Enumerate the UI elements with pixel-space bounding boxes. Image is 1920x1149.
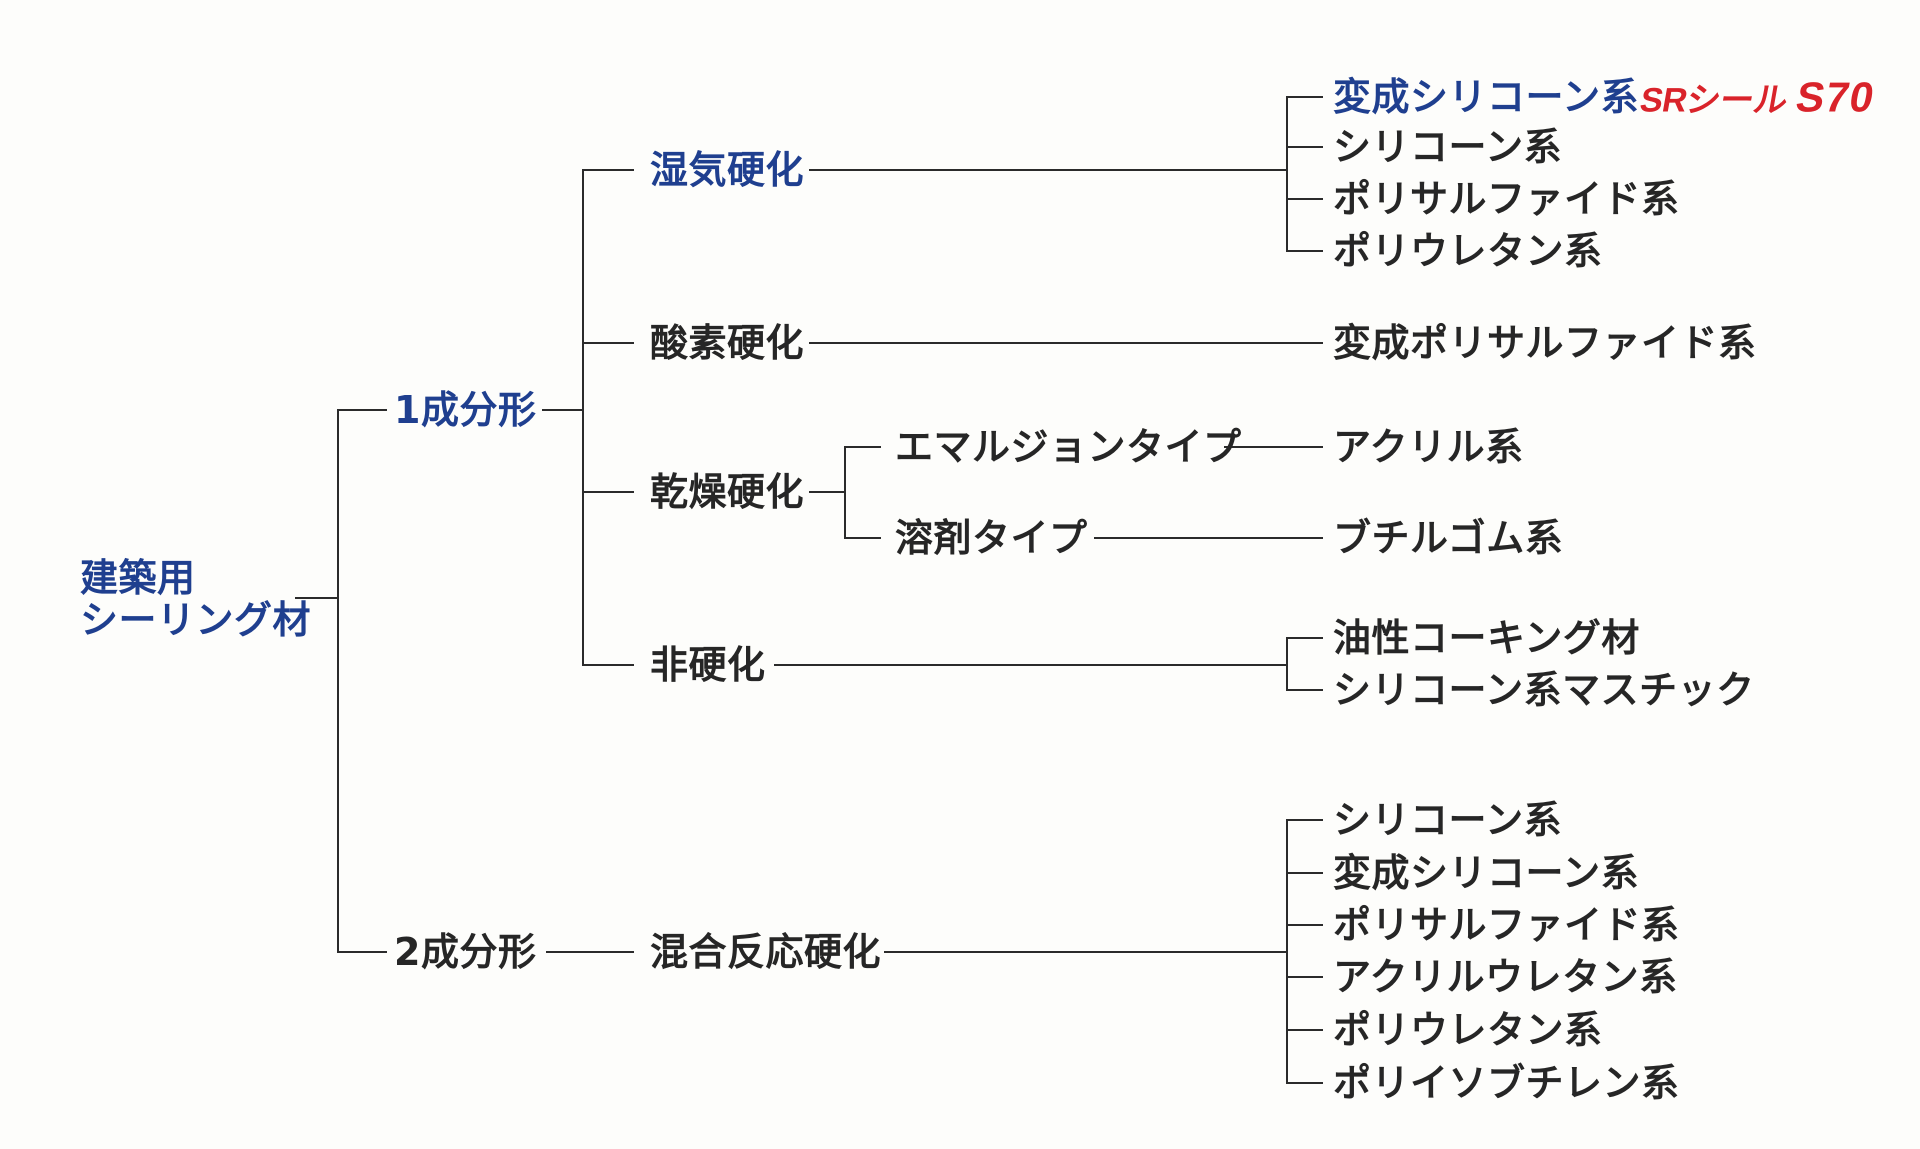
leaf-modified-polysulfide: 変成ポリサルファイド系 — [1333, 321, 1757, 365]
brand-model: S70 — [1792, 73, 1879, 121]
leaf-2c-silicone: シリコーン系 — [1333, 798, 1563, 842]
brand-name: SRシール — [1637, 81, 1791, 120]
leaf-silicone: シリコーン系 — [1333, 125, 1563, 169]
leaf-oil-based-caulking: 油性コーキング材 — [1333, 616, 1640, 660]
leaf-modified-silicone: 変成シリコーン系 — [1333, 75, 1640, 119]
node-oxygen-curing: 酸素硬化 — [650, 321, 805, 365]
node-mixed-reaction-curing: 混合反応硬化 — [650, 930, 882, 974]
leaf-2c-modified-silicone: 変成シリコーン系 — [1333, 851, 1640, 895]
leaf-silicone-mastic: シリコーン系マスチック — [1333, 668, 1755, 712]
node-noncuring: 非硬化 — [650, 643, 766, 687]
node-one-component: 1成分形 — [394, 388, 537, 432]
leaf-2c-polyurethane: ポリウレタン系 — [1333, 1008, 1603, 1052]
node-drying-curing: 乾燥硬化 — [650, 470, 805, 514]
leaf-2c-polyisobutylene: ポリイソブチレン系 — [1333, 1061, 1680, 1105]
leaf-polyurethane: ポリウレタン系 — [1333, 229, 1603, 273]
leaf-acrylic: アクリル系 — [1333, 425, 1524, 469]
root-label-line-1: 建築用 — [80, 556, 196, 601]
node-moisture-curing: 湿気硬化 — [650, 148, 805, 192]
leaf-2c-polysulfide: ポリサルファイド系 — [1333, 903, 1680, 947]
root-node-building-sealant: 建築用 シーリング材 — [80, 556, 312, 642]
node-emulsion-type: エマルジョンタイプ — [895, 425, 1242, 469]
leaf-polysulfide: ポリサルファイド系 — [1333, 177, 1680, 221]
node-two-component: 2成分形 — [394, 930, 537, 974]
brand-logo-sr-seal-s70: SRシール S70 — [1637, 73, 1879, 122]
root-label-line-2: シーリング材 — [80, 598, 312, 642]
leaf-butyl-rubber: ブチルゴム系 — [1333, 516, 1564, 560]
leaf-2c-acrylic-urethane: アクリルウレタン系 — [1333, 955, 1678, 999]
node-solvent-type: 溶剤タイプ — [895, 516, 1088, 560]
